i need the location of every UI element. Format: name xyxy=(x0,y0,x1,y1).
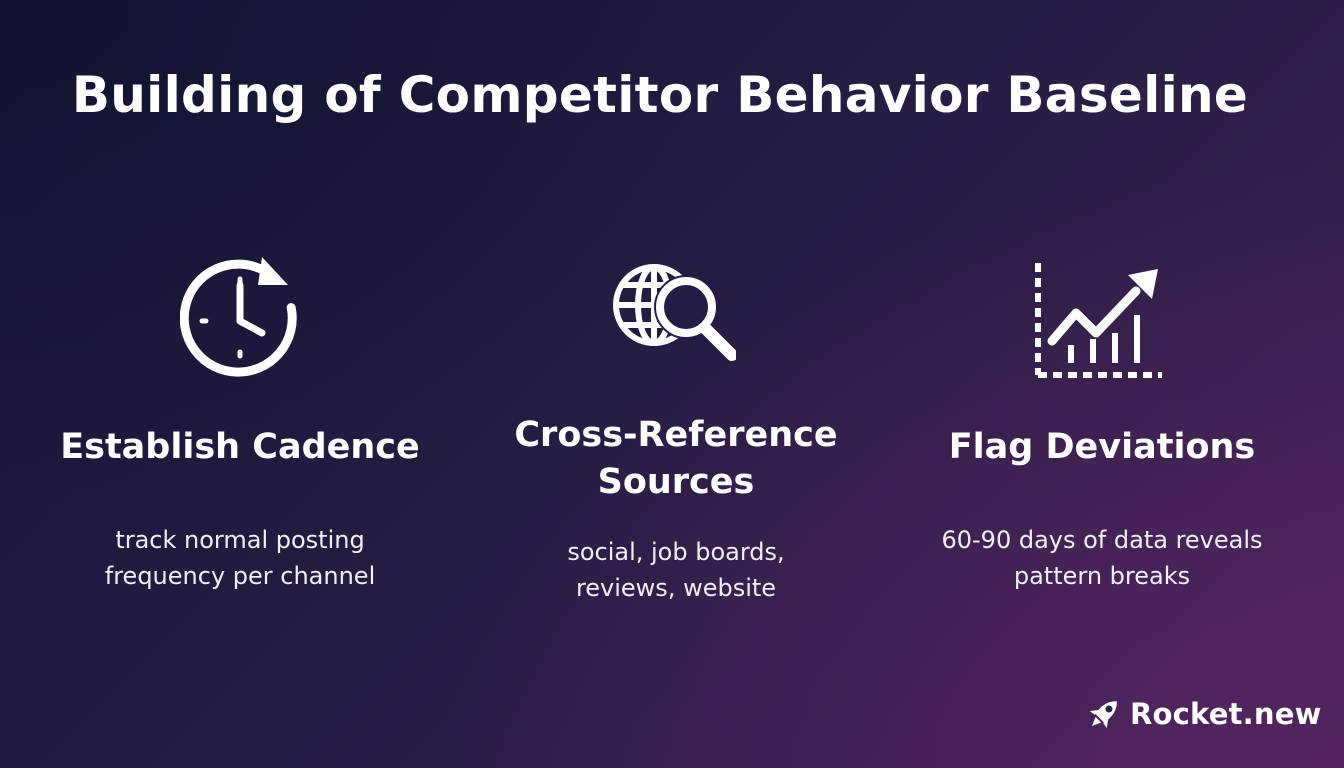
column-flag-deviations: Flag Deviations 60-90 days of data revea… xyxy=(892,0,1312,768)
clock-refresh-icon xyxy=(180,255,310,385)
brand-name: Rocket.new xyxy=(1130,697,1322,731)
description-line: track normal posting xyxy=(115,526,365,554)
description-line: frequency per channel xyxy=(104,562,376,590)
description-line: reviews, website xyxy=(575,574,777,602)
description-cross-reference-sources: social, job boards, reviews, website xyxy=(466,534,886,606)
rocket-icon xyxy=(1084,694,1124,734)
description-line: 60-90 days of data reveals xyxy=(941,526,1263,554)
heading-text: Establish Cadence xyxy=(60,427,420,467)
heading-text: Cross-Reference xyxy=(514,415,838,455)
description-line: pattern breaks xyxy=(1013,562,1191,590)
column-cross-reference-sources: Cross-Reference Sources social, job boar… xyxy=(466,0,886,768)
globe-search-icon xyxy=(606,255,736,385)
trend-chart-icon xyxy=(1032,255,1162,385)
description-line: social, job boards, xyxy=(567,538,785,566)
brand-logo: Rocket.new xyxy=(1084,692,1322,736)
description-establish-cadence: track normal posting frequency per chann… xyxy=(30,522,450,594)
heading-text: Sources xyxy=(597,462,755,502)
page-title: Building of Competitor Behavior Baseline xyxy=(71,66,1249,124)
heading-cross-reference-sources: Cross-Reference Sources xyxy=(466,412,886,506)
heading-establish-cadence: Establish Cadence xyxy=(30,424,450,471)
heading-text: Flag Deviations xyxy=(948,427,1256,467)
heading-flag-deviations: Flag Deviations xyxy=(892,424,1312,471)
column-establish-cadence: Establish Cadence track normal posting f… xyxy=(30,0,450,768)
description-flag-deviations: 60-90 days of data reveals pattern break… xyxy=(892,522,1312,594)
